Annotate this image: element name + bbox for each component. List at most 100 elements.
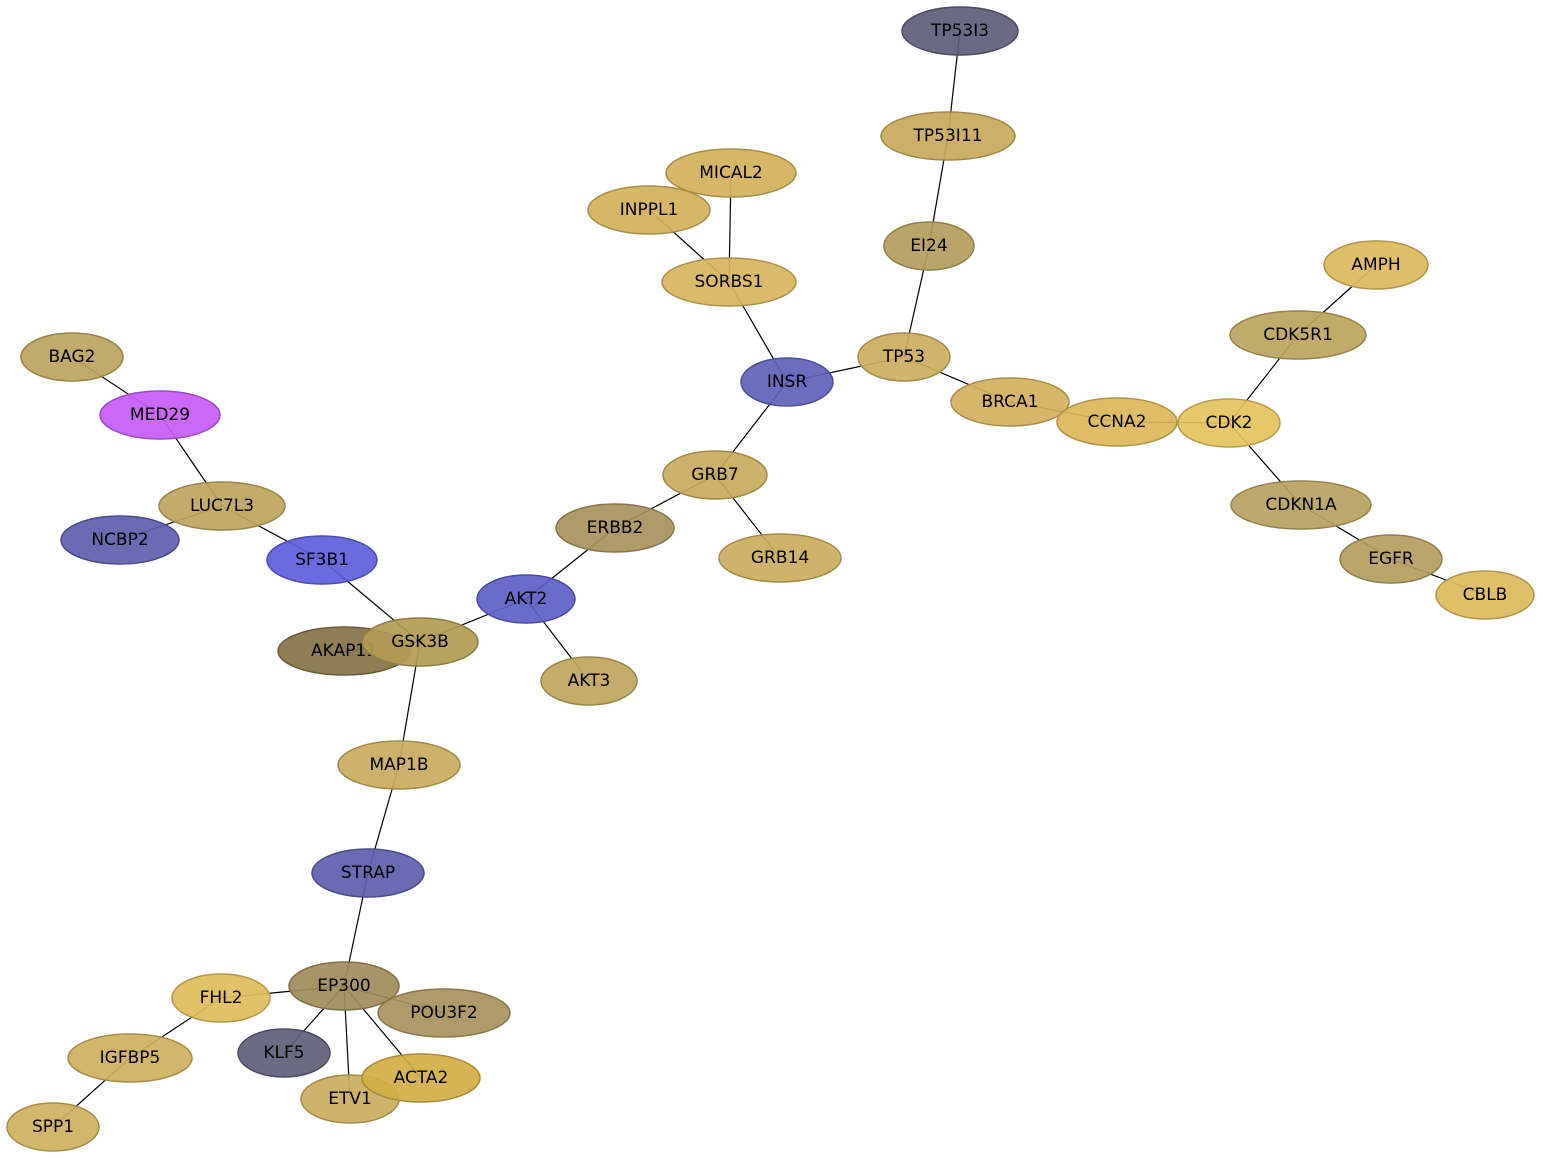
- node-shape-tp53i11: [880, 111, 1016, 161]
- node-label-insr: INSR: [767, 372, 808, 392]
- node-shape-grb14: [718, 533, 842, 583]
- node-strap[interactable]: STRAP: [311, 848, 425, 898]
- node-shape-map1b: [337, 740, 461, 790]
- node-shape-gsk3b: [361, 617, 479, 667]
- node-shape-cdkn1a: [1230, 480, 1372, 530]
- node-pou3f2[interactable]: POU3F2: [377, 988, 511, 1038]
- node-erbb2[interactable]: ERBB2: [555, 503, 675, 553]
- node-shape-cblb: [1435, 570, 1535, 620]
- node-sorbs1[interactable]: SORBS1: [661, 257, 797, 307]
- node-label-egfr: EGFR: [1368, 549, 1414, 569]
- node-label-ei24: EI24: [910, 236, 947, 256]
- node-shape-sorbs1: [661, 257, 797, 307]
- node-label-sorbs1: SORBS1: [695, 272, 764, 292]
- node-shape-fhl2: [171, 973, 271, 1023]
- node-fhl2[interactable]: FHL2: [171, 973, 271, 1023]
- node-shape-klf5: [237, 1028, 331, 1078]
- node-label-strap: STRAP: [341, 863, 395, 883]
- node-shape-egfr: [1339, 534, 1443, 584]
- node-sf3b1[interactable]: SF3B1: [266, 535, 378, 585]
- node-med29[interactable]: MED29: [99, 390, 221, 440]
- node-label-tp53i11: TP53I11: [913, 126, 983, 146]
- node-shape-cdk2: [1177, 398, 1281, 448]
- node-tp53i11[interactable]: TP53I11: [880, 111, 1016, 161]
- node-cdkn1a[interactable]: CDKN1A: [1230, 480, 1372, 530]
- node-shape-akt2: [476, 574, 576, 624]
- node-gsk3b[interactable]: GSK3B: [361, 617, 479, 667]
- node-label-ccna2: CCNA2: [1088, 412, 1147, 432]
- node-shape-pou3f2: [377, 988, 511, 1038]
- node-label-brca1: BRCA1: [982, 392, 1039, 412]
- node-shape-cdk5r1: [1229, 310, 1367, 360]
- node-spp1[interactable]: SPP1: [6, 1102, 100, 1152]
- node-akt2[interactable]: AKT2: [476, 574, 576, 624]
- node-luc7l3[interactable]: LUC7L3: [158, 481, 286, 531]
- node-tp53[interactable]: TP53: [857, 332, 951, 382]
- node-label-spp1: SPP1: [32, 1117, 74, 1137]
- node-label-akt3: AKT3: [568, 671, 611, 691]
- node-shape-akt3: [540, 656, 638, 706]
- node-label-gsk3b: GSK3B: [391, 632, 449, 652]
- node-shape-tp53: [857, 332, 951, 382]
- node-label-sf3b1: SF3B1: [295, 550, 349, 570]
- node-shape-mical2: [665, 148, 797, 198]
- node-akt3[interactable]: AKT3: [540, 656, 638, 706]
- node-label-fhl2: FHL2: [200, 988, 243, 1008]
- node-igfbp5[interactable]: IGFBP5: [67, 1033, 193, 1083]
- node-grb14[interactable]: GRB14: [718, 533, 842, 583]
- node-inppl1[interactable]: INPPL1: [587, 185, 711, 235]
- node-egfr[interactable]: EGFR: [1339, 534, 1443, 584]
- node-label-luc7l3: LUC7L3: [190, 496, 254, 516]
- node-cdk2[interactable]: CDK2: [1177, 398, 1281, 448]
- node-shape-inppl1: [587, 185, 711, 235]
- node-label-akt2: AKT2: [505, 589, 548, 609]
- node-shape-sf3b1: [266, 535, 378, 585]
- node-map1b[interactable]: MAP1B: [337, 740, 461, 790]
- node-label-akap11: AKAP11: [311, 641, 377, 661]
- node-cdk5r1[interactable]: CDK5R1: [1229, 310, 1367, 360]
- node-shape-amph: [1323, 240, 1429, 290]
- node-ncbp2[interactable]: NCBP2: [60, 515, 180, 565]
- node-ep300[interactable]: EP300: [288, 961, 400, 1011]
- node-label-mical2: MICAL2: [699, 163, 762, 183]
- node-label-ncbp2: NCBP2: [91, 530, 148, 550]
- node-label-tp53: TP53: [882, 347, 925, 367]
- node-shape-ei24: [883, 221, 975, 271]
- node-label-grb7: GRB7: [691, 465, 738, 485]
- node-shape-strap: [311, 848, 425, 898]
- node-bag2[interactable]: BAG2: [20, 332, 124, 382]
- node-shape-grb7: [662, 450, 768, 500]
- node-tp53i3[interactable]: TP53I3: [901, 6, 1019, 56]
- node-cblb[interactable]: CBLB: [1435, 570, 1535, 620]
- node-label-pou3f2: POU3F2: [410, 1003, 478, 1023]
- node-ei24[interactable]: EI24: [883, 221, 975, 271]
- node-label-bag2: BAG2: [49, 347, 96, 367]
- node-shape-ncbp2: [60, 515, 180, 565]
- node-shape-insr: [740, 357, 834, 407]
- node-label-cblb: CBLB: [1463, 585, 1508, 605]
- node-grb7[interactable]: GRB7: [662, 450, 768, 500]
- node-shape-ccna2: [1056, 397, 1178, 447]
- node-label-map1b: MAP1B: [369, 755, 428, 775]
- node-shape-erbb2: [555, 503, 675, 553]
- node-shape-luc7l3: [158, 481, 286, 531]
- node-brca1[interactable]: BRCA1: [950, 377, 1070, 427]
- node-label-acta2: ACTA2: [394, 1068, 449, 1088]
- node-shape-igfbp5: [67, 1033, 193, 1083]
- node-insr[interactable]: INSR: [740, 357, 834, 407]
- node-klf5[interactable]: KLF5: [237, 1028, 331, 1078]
- node-shape-tp53i3: [901, 6, 1019, 56]
- node-label-inppl1: INPPL1: [620, 200, 679, 220]
- node-mical2[interactable]: MICAL2: [665, 148, 797, 198]
- node-ccna2[interactable]: CCNA2: [1056, 397, 1178, 447]
- node-shape-acta2: [361, 1053, 481, 1103]
- node-label-cdkn1a: CDKN1A: [1265, 495, 1337, 515]
- node-label-erbb2: ERBB2: [587, 518, 644, 538]
- node-label-amph: AMPH: [1351, 255, 1400, 275]
- node-label-klf5: KLF5: [263, 1043, 304, 1063]
- node-label-med29: MED29: [130, 405, 190, 425]
- node-acta2[interactable]: ACTA2: [361, 1053, 481, 1103]
- node-amph[interactable]: AMPH: [1323, 240, 1429, 290]
